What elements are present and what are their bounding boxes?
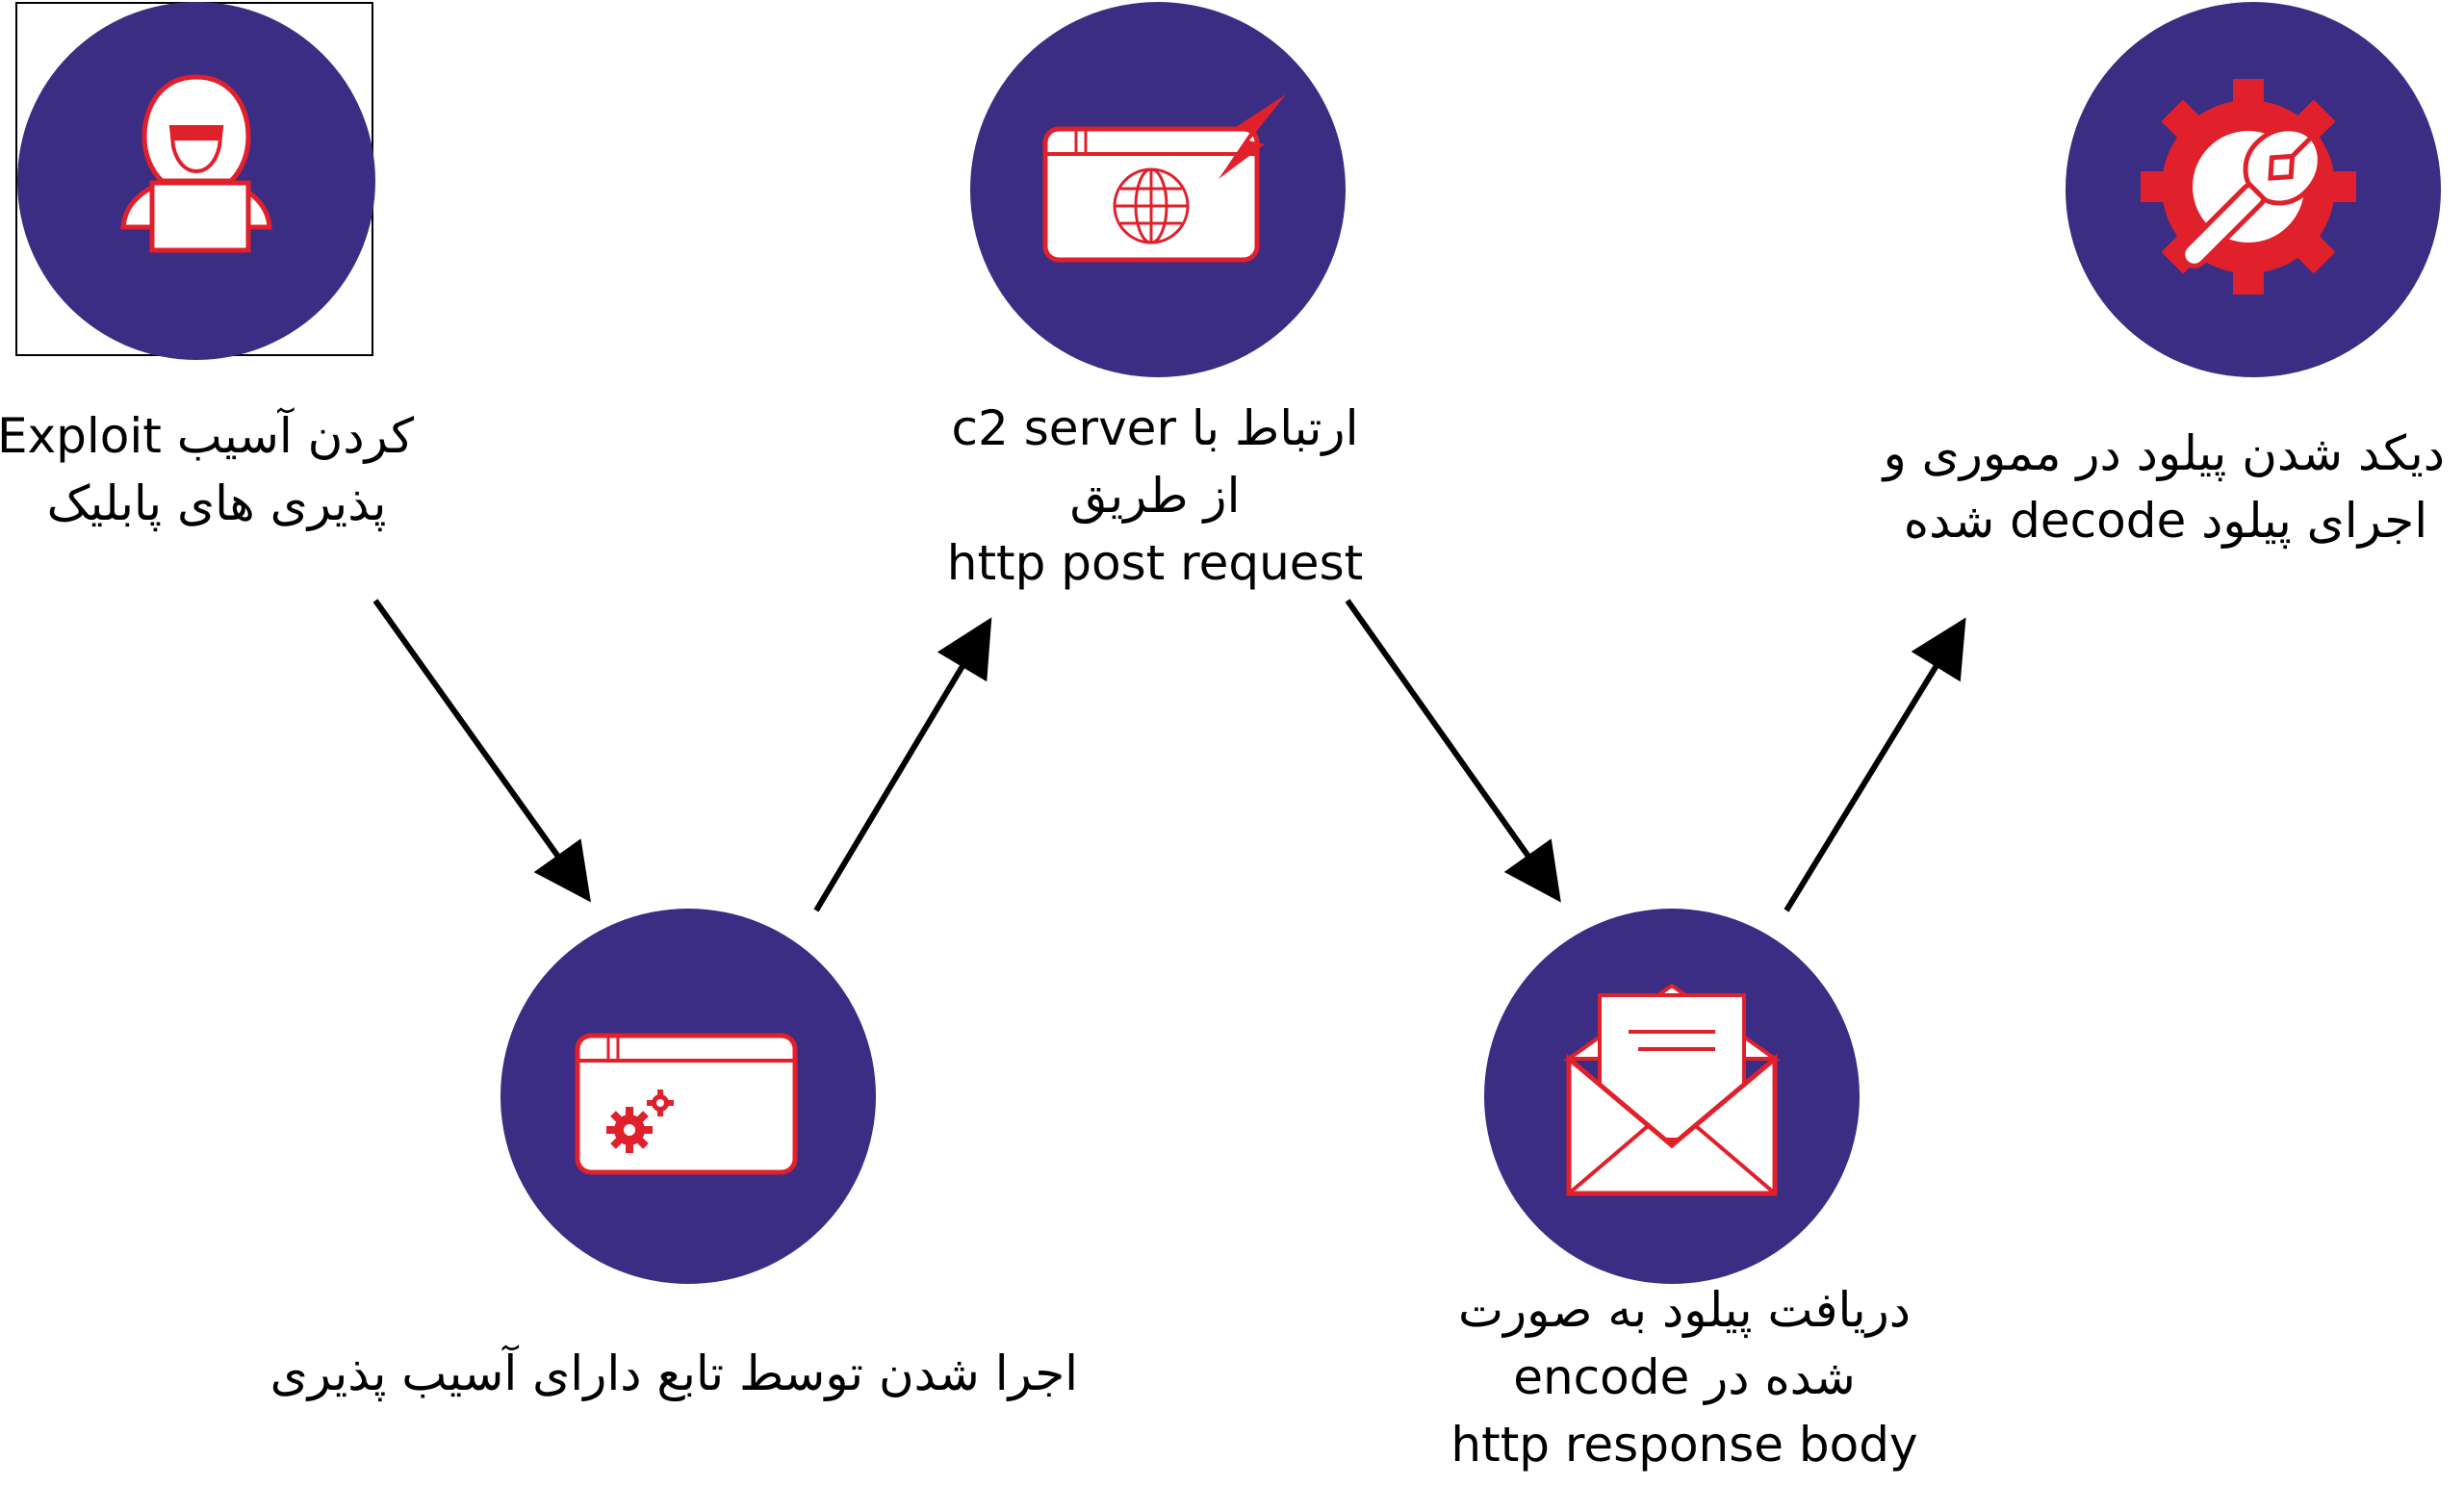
step-5-label: دیکد شدن پیلود در مموری و اجرای پیلود de… <box>1883 420 2445 554</box>
step-4-label-line-3: http response body <box>1450 1417 1918 1473</box>
step-3-label-line-1: ارتباط با c2 server <box>951 400 1359 456</box>
hacker-icon <box>120 74 272 253</box>
step-4-circle <box>1484 909 1860 1284</box>
step-3-label-line-2: از طریق <box>1069 468 1241 524</box>
step-3-label: ارتباط با c2 server از طریق http post re… <box>943 395 1367 597</box>
step-1-label-line-1: کردن آسیب Exploit <box>0 408 414 464</box>
step-1-circle <box>17 2 375 360</box>
step-2-label-line-1: اجرا شدن توسط تابع دارای آسیب پذیری <box>270 1346 1078 1401</box>
step-5-label-line-2: اجرای پیلود decode شده <box>1903 493 2428 549</box>
step-1-label: کردن آسیب Exploit پذیری های پابلیک <box>0 402 414 537</box>
step-2-label: اجرا شدن توسط تابع دارای آسیب پذیری <box>270 1340 1078 1407</box>
envelope-icon <box>1562 983 1782 1196</box>
arrow-step-4-to-5 <box>1784 617 1966 912</box>
step-4-label-line-1: دریافت پیلود به صورت <box>1457 1282 1912 1338</box>
step-3-circle <box>970 2 1346 377</box>
step-5-circle <box>2066 2 2441 377</box>
browser-globe-lightning-icon <box>1042 94 1286 263</box>
step-5-label-line-1: دیکد شدن پیلود در مموری و <box>1883 425 2445 481</box>
gear-wrench-icon <box>2141 79 2356 295</box>
step-3-label-line-3: http post request <box>946 535 1364 591</box>
browser-gears-icon <box>575 1033 798 1175</box>
step-2-circle <box>500 909 876 1284</box>
arrow-step-3-to-4 <box>1345 599 1561 903</box>
step-4-label-line-2: شده در encode <box>1513 1349 1856 1405</box>
step-1-label-line-2: پذیری های پابلیک <box>46 475 387 531</box>
arrow-step-2-to-3 <box>813 617 992 912</box>
step-4-label: دریافت پیلود به صورت شده در encode http … <box>1424 1276 1944 1478</box>
arrow-step-1-to-2 <box>372 599 591 903</box>
